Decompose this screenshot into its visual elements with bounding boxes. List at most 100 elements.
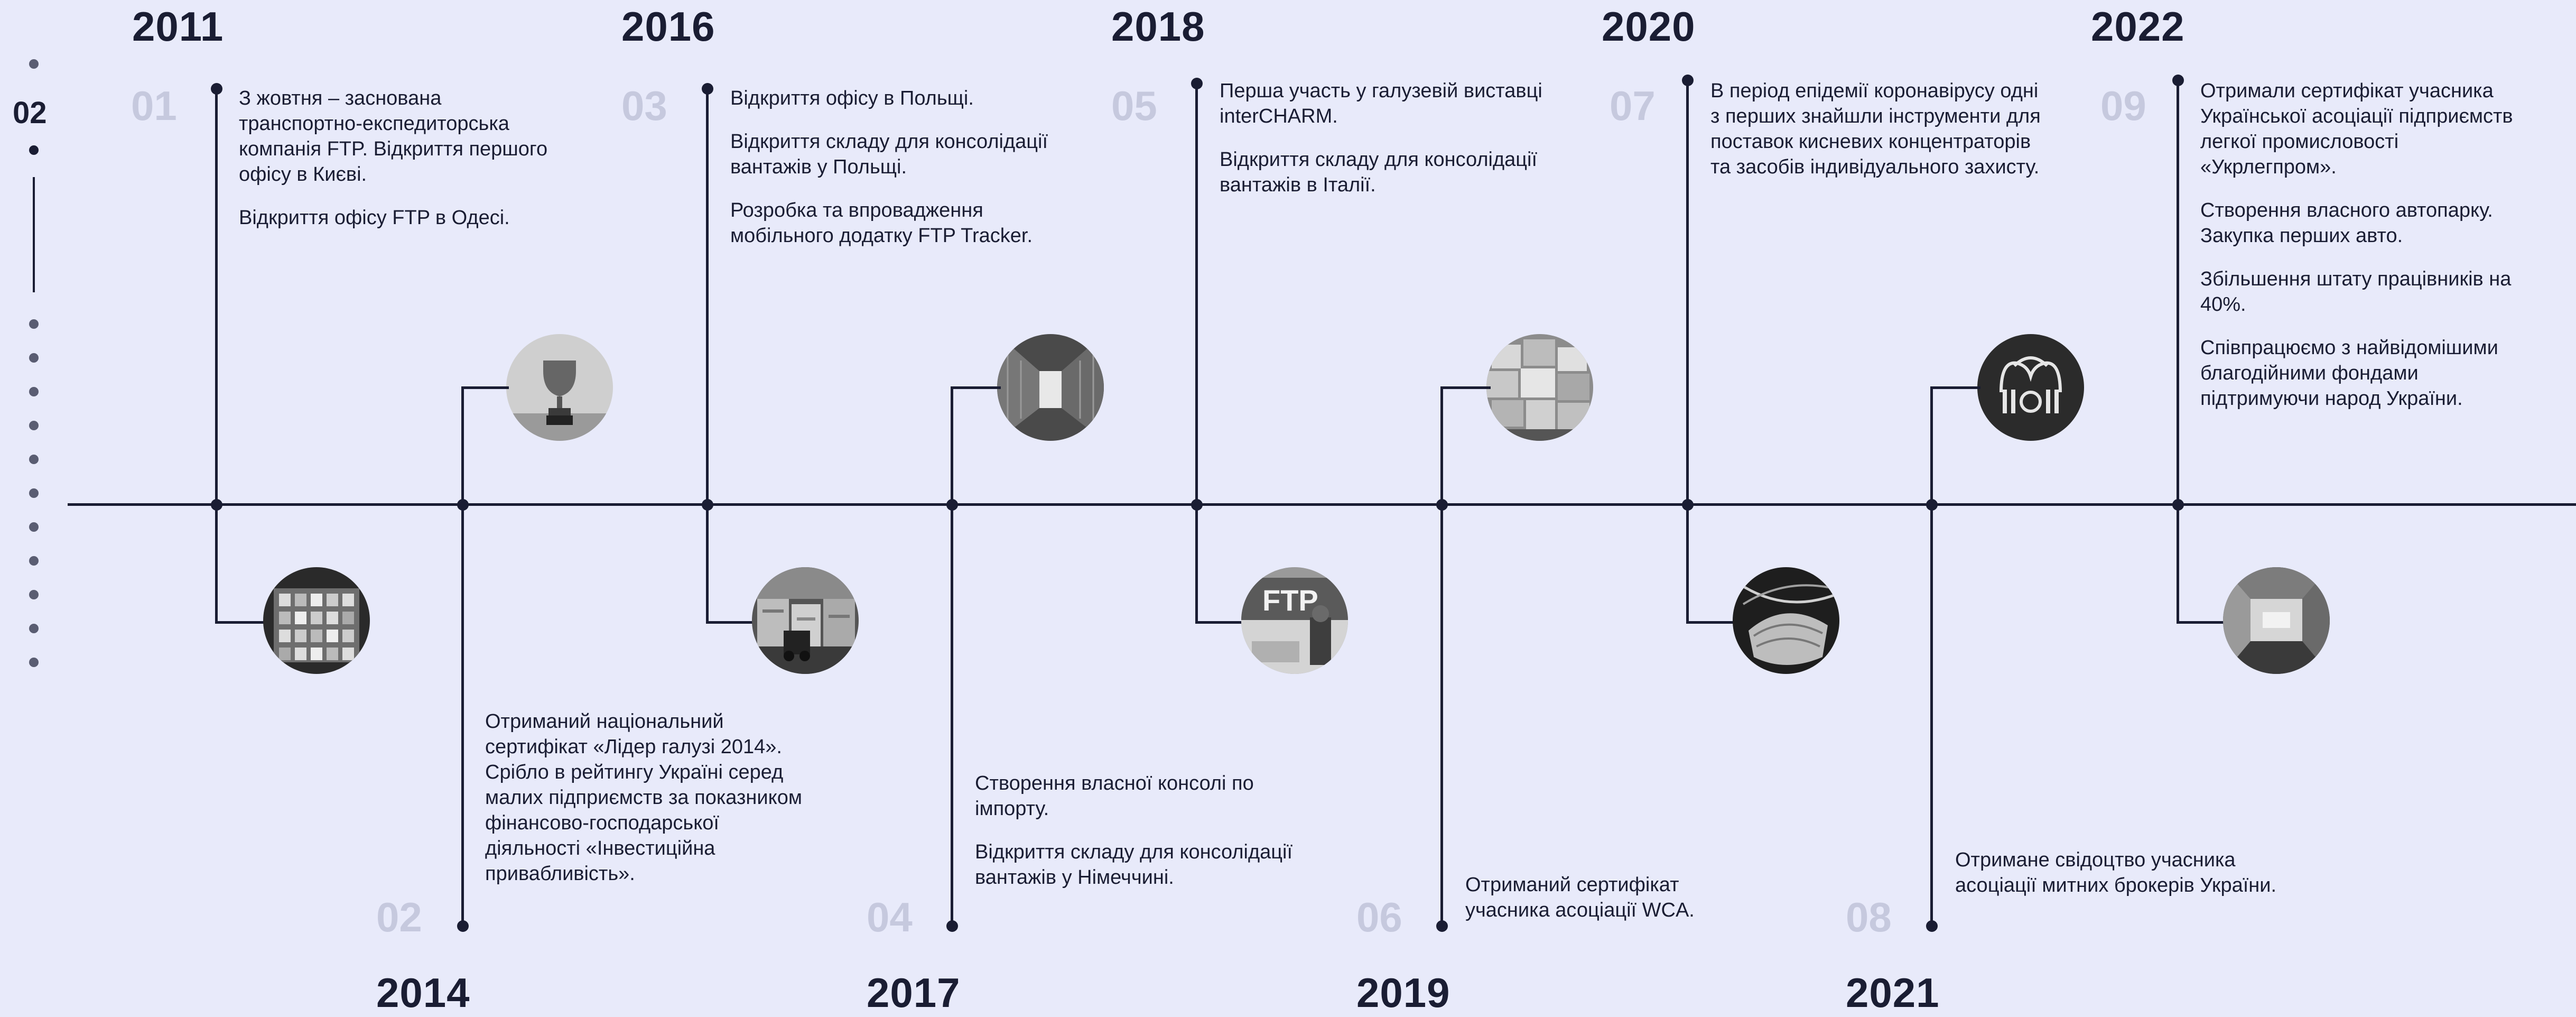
timeline-node — [1436, 920, 1448, 932]
pager-dot[interactable] — [29, 488, 39, 498]
item-number: 03 — [621, 82, 667, 129]
item-text-block: Отримали сертифікат учасника Української… — [2200, 78, 2538, 429]
item-text-block: Отриманий національний сертифікат «Лідер… — [485, 709, 802, 904]
item-text: Відкриття офісу FTP в Одесі. — [239, 207, 510, 229]
photo-connector — [215, 621, 268, 624]
photo-face-masks — [1733, 567, 1839, 674]
item-text-block: Створення власної консолі по імпорту. Ві… — [975, 771, 1313, 908]
photo-warehouse-corridor — [997, 334, 1104, 441]
year-2014: 2014 — [376, 969, 470, 1016]
pager-progress-bar — [33, 177, 35, 292]
stem-bottom — [461, 505, 464, 926]
timeline-node — [2172, 75, 2184, 86]
item-text-block: Отриманий сертифікат учасника асоціації … — [1465, 872, 1761, 941]
photo-warehouse-forklift — [752, 567, 859, 674]
timeline-node — [1926, 920, 1938, 932]
item-text: Відкриття складу для консолідації вантаж… — [1220, 149, 1538, 196]
pager-dot[interactable] — [29, 624, 39, 633]
item-number: 01 — [131, 82, 177, 129]
timeline-node — [1682, 75, 1694, 86]
photo-connector — [461, 386, 464, 505]
pager-dot[interactable] — [29, 522, 39, 532]
item-text-block: Відкриття офісу в Польщі. Відкриття скла… — [730, 86, 1053, 266]
photo-connector — [1195, 621, 1245, 624]
item-text: Відкриття офісу в Польщі. — [730, 87, 974, 109]
pager-dot[interactable] — [29, 319, 39, 329]
year-2019: 2019 — [1356, 969, 1450, 1016]
item-text: В період епідемії коронавірусу одні з пе… — [1710, 80, 2041, 178]
item-number: 09 — [2100, 82, 2146, 129]
item-text: Співпрацюємо з найвідомішими благодійним… — [2200, 337, 2498, 410]
photo-connector — [1930, 386, 1933, 505]
item-number: 04 — [867, 894, 913, 940]
stem-top — [2177, 80, 2179, 504]
item-number: 08 — [1846, 894, 1892, 940]
pager-dot[interactable] — [29, 353, 39, 363]
photo-connector — [215, 505, 218, 622]
pager-dot[interactable] — [29, 387, 39, 396]
photo-connector — [1686, 621, 1736, 624]
photo-connector — [951, 386, 1001, 389]
stem-bottom — [951, 505, 953, 926]
timeline-node — [457, 920, 469, 932]
stem-top — [706, 89, 709, 504]
photo-connector — [706, 621, 756, 624]
photo-connector — [1686, 505, 1689, 622]
photo-brokers-association-logo — [1977, 334, 2084, 441]
stem-top — [1686, 80, 1689, 504]
item-text: З жовтня – заснована транспортно-експеди… — [239, 87, 548, 186]
year-2022: 2022 — [2091, 3, 2185, 50]
pager-dot[interactable] — [29, 590, 39, 599]
photo-cargo-boxes — [1486, 334, 1593, 441]
year-2018: 2018 — [1111, 3, 1205, 50]
item-number: 02 — [376, 894, 422, 940]
photo-connector — [1440, 386, 1443, 505]
photo-connector — [1930, 386, 1980, 389]
stem-top — [215, 89, 218, 504]
item-text-block: Перша участь у галузевій виставці interC… — [1220, 78, 1547, 216]
pager-dot-active[interactable] — [29, 145, 39, 155]
year-2020: 2020 — [1602, 3, 1696, 50]
item-text: Отриманий сертифікат учасника асоціації … — [1465, 874, 1695, 921]
pager-current-number: 02 — [13, 96, 47, 130]
stem-top — [1195, 84, 1198, 504]
item-text-block: В період епідемії коронавірусу одні з пе… — [1710, 78, 2049, 198]
photo-trophy — [506, 334, 613, 441]
timeline-node — [1191, 78, 1203, 89]
timeline-node — [702, 83, 713, 95]
photo-truck-interior — [2223, 567, 2330, 674]
item-text-block: Отримане свідоцтво учасника асоціації ми… — [1955, 847, 2283, 916]
photo-connector — [1195, 505, 1198, 622]
item-text: Розробка та впровадження мобільного дода… — [730, 199, 1033, 247]
pager-dot[interactable] — [29, 455, 39, 464]
stem-bottom — [1440, 505, 1443, 926]
photo-exhibition-stand: FTP — [1241, 567, 1348, 674]
photo-connector — [461, 386, 509, 389]
photo-connector — [951, 386, 953, 505]
item-text: Відкриття складу для консолідації вантаж… — [730, 131, 1048, 178]
pager-dot[interactable] — [29, 658, 39, 667]
photo-connector — [1440, 386, 1491, 389]
year-2021: 2021 — [1846, 969, 1940, 1016]
pager-dot[interactable] — [29, 556, 39, 566]
item-text: Отримали сертифікат учасника Української… — [2200, 80, 2513, 178]
item-text: Отримане свідоцтво учасника асоціації ми… — [1955, 849, 2277, 896]
item-text-block: З жовтня – заснована транспортно-експеди… — [239, 86, 561, 248]
photo-office-building — [263, 567, 370, 674]
pager-dot[interactable] — [29, 59, 39, 69]
item-text: Відкриття складу для консолідації вантаж… — [975, 841, 1293, 889]
timeline-axis — [68, 503, 2576, 506]
item-text: Перша участь у галузевій виставці interC… — [1220, 80, 1542, 127]
item-number: 07 — [1610, 82, 1656, 129]
item-text: Збільшення штату працівників на 40%. — [2200, 268, 2512, 316]
item-number: 05 — [1111, 82, 1157, 129]
year-2017: 2017 — [867, 969, 961, 1016]
timeline-node — [946, 920, 958, 932]
photo-connector — [2177, 621, 2227, 624]
photo-connector — [706, 505, 709, 622]
item-number: 06 — [1356, 894, 1402, 940]
photo-connector — [2177, 505, 2179, 622]
timeline-node — [211, 83, 222, 95]
item-text: Отриманий національний сертифікат «Лідер… — [485, 710, 802, 885]
pager-dot[interactable] — [29, 421, 39, 430]
